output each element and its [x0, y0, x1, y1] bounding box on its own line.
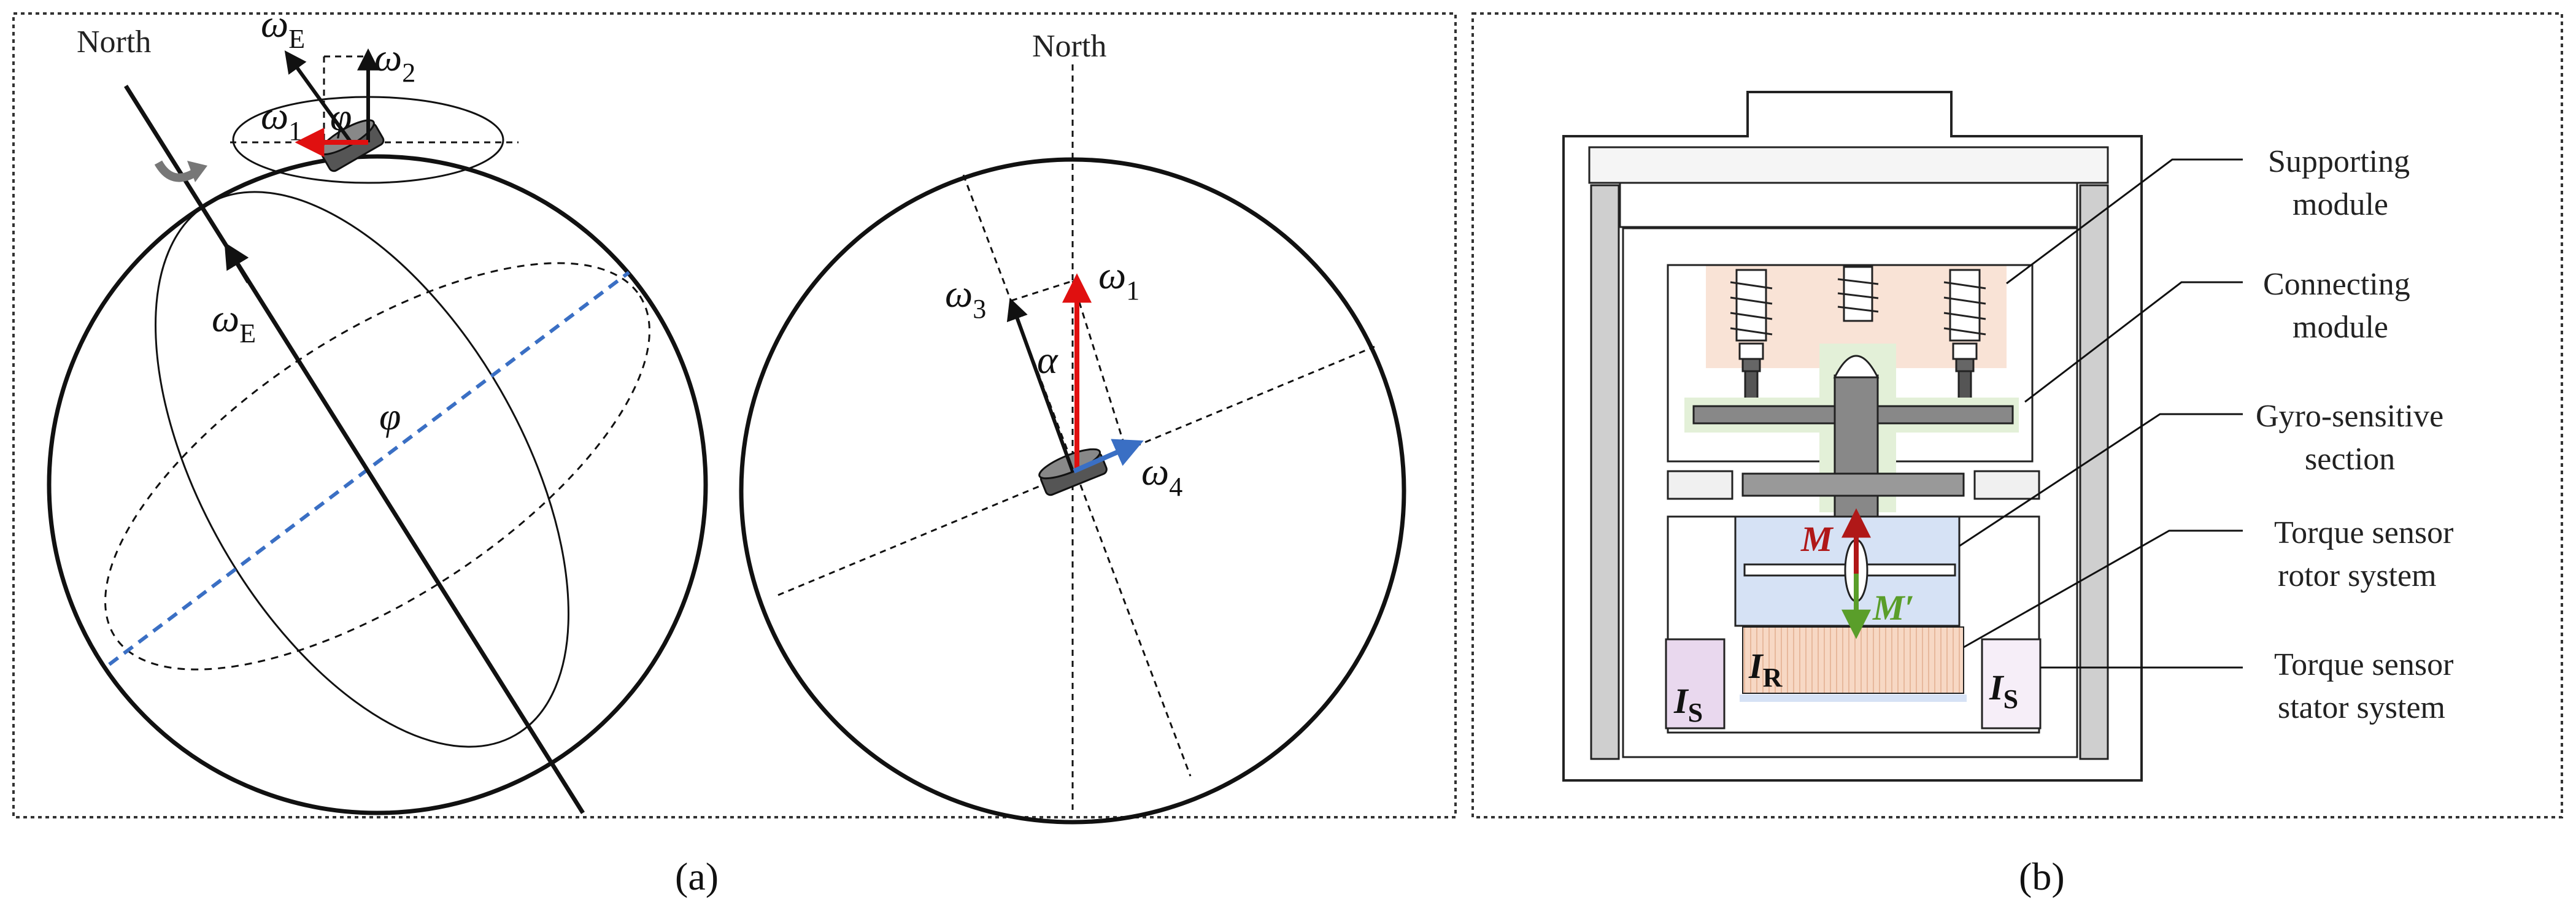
i-s-right-label: IS: [1989, 668, 2018, 714]
globe-omega-1-label: ω1: [261, 94, 302, 146]
label-stator-line1: Torque sensor: [2274, 647, 2453, 682]
globe-north-label: North: [77, 25, 151, 60]
top-view-omega-1-label: ω1: [1098, 253, 1140, 306]
leader-supporting: [2006, 158, 2243, 285]
stator-left: [1665, 638, 1726, 729]
top-view-north-label: North: [1032, 29, 1106, 64]
omega-4-vector: [1073, 439, 1144, 474]
panel-b-frame: [1471, 12, 2563, 818]
leader-rotor: [1963, 529, 2243, 649]
spring-center-icon: [1837, 266, 1879, 322]
top-view-construction-1: [1011, 280, 1073, 302]
globe-outline: [47, 154, 708, 815]
left-stop-plate: [1667, 470, 1733, 500]
m-label: M: [1800, 519, 1834, 559]
leader-lines: [1959, 158, 2243, 669]
spring-left-icon: [1730, 269, 1773, 400]
top-view-construction-2: [1071, 280, 1124, 441]
panel-a-caption: (a): [675, 855, 719, 898]
label-connecting-line2: module: [2293, 310, 2388, 345]
housing-right-wall: [2079, 184, 2109, 760]
omega-e-vector: [284, 50, 353, 144]
label-rotor-line1: Torque sensor: [2274, 515, 2453, 550]
top-view-diagram: North ω1 ω3 α ω4: [739, 29, 1406, 825]
housing-cap: [1619, 182, 2078, 228]
gyro-device-cross-section: M M′ IR IS IS: [1562, 91, 2143, 782]
housing-left-wall: [1590, 184, 1620, 760]
label-gyro-line2: section: [2305, 442, 2395, 477]
top-view-outline: [739, 157, 1406, 825]
label-stator-line2: stator system: [2278, 690, 2445, 725]
label-connecting-line1: Connecting: [2263, 267, 2410, 302]
globe-dashed-great-circle: [104, 262, 650, 671]
label-supporting-line1: Supporting: [2268, 144, 2410, 179]
globe-phi-center-label: φ: [379, 394, 401, 438]
earth-rotation-axis: [124, 85, 585, 814]
i-s-left-label: IS: [1673, 681, 1703, 728]
omega-e-axis-arrow: [224, 242, 250, 283]
globe-phi-top-label: φ: [330, 95, 352, 139]
panel-b-caption: (b): [2019, 855, 2065, 898]
panel-b-labels: Supporting module Connecting module Gyro…: [2256, 144, 2453, 725]
equatorial-diameter: [108, 271, 630, 666]
globe-solid-great-circle: [155, 191, 569, 748]
m-prime-label: M′: [1872, 588, 1915, 628]
label-gyro-line1: Gyro-sensitive: [2256, 399, 2443, 434]
spring-right-icon: [1943, 269, 1986, 400]
rotation-arrowhead-icon: [187, 161, 207, 182]
top-view-omega-4-label: ω4: [1141, 450, 1182, 502]
top-view-alpha-label: α: [1037, 338, 1059, 382]
globe-omega-e-top-label: ωE: [261, 2, 305, 54]
stator-right: [1981, 638, 2042, 729]
lower-crossbar: [1741, 472, 1965, 497]
label-supporting-line2: module: [2293, 187, 2388, 222]
panel-a-frame: [12, 12, 1457, 818]
leader-gyro: [1959, 413, 2243, 547]
top-view-omega-3-label: ω3: [945, 272, 986, 324]
shaft-dome: [1833, 355, 1880, 379]
label-rotor-line2: rotor system: [2278, 558, 2437, 593]
omega-3-vector: [1006, 298, 1074, 472]
leader-connecting: [2024, 281, 2243, 403]
globe-diagram: North ωE ω2 ω1 φ ωE φ: [47, 2, 708, 815]
rotation-arrow-icon: [154, 160, 199, 182]
i-r-label: IR: [1748, 646, 1783, 693]
housing-top-plate: [1588, 146, 2109, 184]
globe-omega-e-axis-label: ωE: [212, 296, 256, 348]
rotor-base-plate: [1740, 695, 1967, 702]
globe-omega-2-label: ω2: [374, 36, 415, 88]
right-stop-plate: [1973, 470, 2040, 500]
